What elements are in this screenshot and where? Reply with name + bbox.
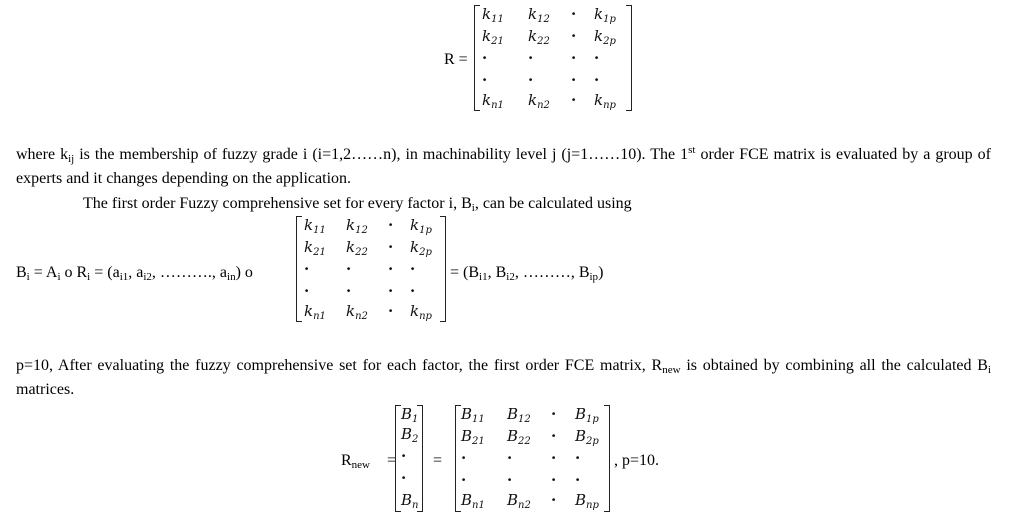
r-cell-1-3: k2p [594,27,616,47]
r-cell-0-3: k1p [594,5,616,25]
bi-equation-lhs: Bi = Ai o Ri = (ai1, ai2, ………., ain) o [16,264,253,283]
r-cell-3-0: · [482,71,488,89]
paragraph-first-order: The first order Fuzzy comprehensive set … [83,194,632,214]
bi-cell-4-3: knp [410,302,432,322]
bb-cell-1-0: B21 [461,427,485,447]
paragraph-membership: where kij is the membership of fuzzy gra… [16,143,991,191]
para1-sup-st: st [688,144,696,156]
r-cell-4-2: · [571,91,577,109]
r-cell-4-1: kn2 [528,91,550,111]
bi-cell-1-0: k21 [304,238,326,258]
para2-sub-i: i [471,202,475,214]
bi-cell-1-3: k2p [410,238,432,258]
paragraph-rnew: p=10, After evaluating the fuzzy compreh… [16,354,991,402]
bi-cell-3-2: · [388,282,394,300]
col-cell-4-0: Bn [401,491,419,511]
r-cell-2-0: · [482,49,488,67]
para2-text-1: The first order Fuzzy comprehensive set … [83,195,472,212]
para3-sub-new: new [662,364,681,376]
para3-sub-i: i [987,364,991,376]
bi-cell-0-0: k11 [304,216,326,236]
bi-cell-2-2: · [388,260,394,278]
para1-text-1: where k [16,146,69,163]
r-cell-4-3: knp [594,91,616,111]
para1-text-2: is the membership of fuzzy grade i (i=1,… [74,146,689,163]
bb-cell-2-2: · [551,449,557,467]
bi-cell-3-3: · [410,282,416,300]
r-cell-1-0: k21 [482,27,504,47]
bi-cell-4-2: · [388,302,394,320]
para2-text-2: , can be calculated using [474,195,632,212]
r-cell-3-3: · [594,71,600,89]
rnew-equals-1: = [387,452,397,469]
bb-cell-0-0: B11 [461,405,485,425]
bi-cell-2-1: · [346,260,352,278]
bi-cell-4-0: kn1 [304,302,326,322]
bi-cell-0-2: · [388,216,394,234]
r-cell-2-1: · [528,49,534,67]
r-cell-0-1: k12 [528,5,550,25]
r-cell-2-2: · [571,49,577,67]
bi-cell-0-3: k1p [410,216,432,236]
bi-cell-4-1: kn2 [346,302,368,322]
r-cell-3-2: · [571,71,577,89]
rnew-tail: , p=10. [614,452,660,469]
col-cell-3-0: · [401,469,407,487]
col-cell-0-0: B1 [401,405,419,425]
bi-cell-1-1: k22 [346,238,368,258]
bb-cell-2-3: · [575,449,581,467]
para3-text-3: matrices. [16,381,75,398]
bb-cell-0-1: B12 [507,405,531,425]
bb-cell-0-3: B1p [575,405,599,425]
bb-cell-3-2: · [551,471,557,489]
bb-cell-3-0: · [461,471,467,489]
bb-cell-4-0: Bn1 [461,491,485,511]
bi-cell-1-2: · [388,238,394,256]
bb-cell-1-3: B2p [575,427,599,447]
para3-text-2: is obtained by combining all the calcula… [680,357,988,374]
bb-cell-1-1: B22 [507,427,531,447]
bb-cell-2-0: · [461,449,467,467]
rnew-equals-2: = [433,452,443,469]
bi-cell-2-0: · [304,260,310,278]
r-cell-1-1: k22 [528,27,550,47]
r-label: R = [444,51,468,68]
bb-cell-2-1: · [507,449,513,467]
bb-cell-3-1: · [507,471,513,489]
bb-cell-3-3: · [575,471,581,489]
col-cell-1-0: B2 [401,425,419,445]
bi-cell-0-1: k12 [346,216,368,236]
r-cell-0-2: · [571,5,577,23]
bb-cell-4-2: · [551,491,557,509]
bb-cell-0-2: · [551,405,557,423]
bi-cell-3-1: · [346,282,352,300]
para3-text-1: p=10, After evaluating the fuzzy compreh… [16,357,663,374]
r-cell-1-2: · [571,27,577,45]
bb-cell-4-1: Bn2 [507,491,531,511]
bb-cell-4-3: Bnp [575,491,599,511]
col-cell-2-0: · [401,447,407,465]
para1-sub-ij: ij [68,153,75,165]
rnew-label: Rnew [341,452,370,471]
r-cell-4-0: kn1 [482,91,504,111]
para1-text-3: order FCE matrix is evaluated by a group… [16,146,992,187]
bb-cell-1-2: · [551,427,557,445]
bi-cell-3-0: · [304,282,310,300]
r-cell-0-0: k11 [482,5,504,25]
bi-cell-2-3: · [410,260,416,278]
r-cell-2-3: · [594,49,600,67]
r-cell-3-1: · [528,71,534,89]
bi-equation-rhs: = (Bi1, Bi2, ………, Bip) [450,264,604,283]
r-matrix: k11 k12 · k1p k21 k22 · k2p · · · · · · · · kn1 kn2 · knp [474,5,632,111]
bi-matrix: k11 k12 · k1p k21 k22 · k2p · · · · · · · · kn1 kn2 · knp [296,216,446,322]
